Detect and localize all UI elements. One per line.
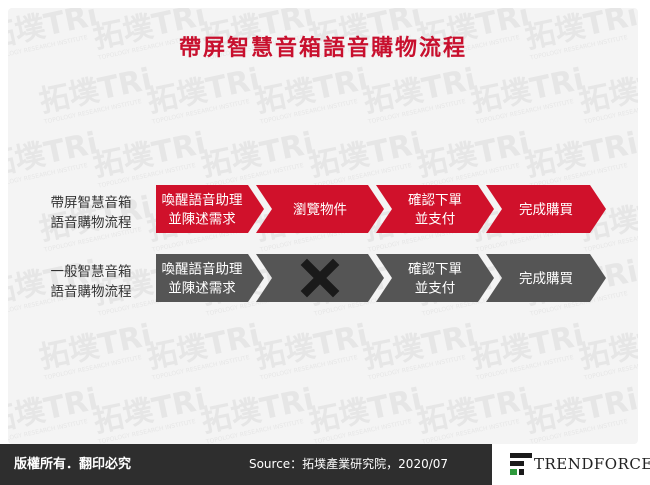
copyright-notice: 版權所有．翻印必究: [0, 444, 205, 485]
chevron-shape: [156, 254, 264, 302]
flow-step: [256, 254, 384, 302]
flow-step: 完成購買: [486, 254, 606, 302]
row-label-line: 語音購物流程: [50, 284, 132, 300]
flow-step-label: 確認下單: [408, 193, 462, 209]
trendforce-logo-icon: [510, 453, 532, 475]
flow-step-label: 喚醒語音助理: [162, 192, 243, 209]
row-label-general-speaker: 一般智慧音箱 語音購物流程: [32, 262, 150, 302]
source-citation: Source：拓墣產業研究院，2020/07: [205, 444, 492, 485]
flow-step-label: 並陳述需求: [168, 212, 236, 228]
brand-name: TRENDFORCE: [534, 455, 650, 473]
flow-step-label: 完成購買: [519, 202, 573, 218]
footer-bar: 版權所有．翻印必究 Source：拓墣產業研究院，2020/07 TRENDFO…: [0, 444, 650, 485]
flow-step-label: 並支付: [415, 212, 456, 228]
chevron-shape: [486, 185, 606, 233]
flow-step-label: 確認下單: [408, 262, 462, 278]
flow-step-label: 並陳述需求: [168, 281, 236, 297]
row-label-line: 語音購物流程: [50, 215, 132, 231]
flow-step-label: 喚醒語音助理: [162, 261, 243, 278]
row-label-line: 一般智慧音箱: [50, 264, 132, 280]
chevron-shape: [256, 185, 384, 233]
chevron-shape: [486, 254, 606, 302]
row-label-screen-speaker: 帶屏智慧音箱 語音購物流程: [32, 193, 150, 233]
row-label-line: 帶屏智慧音箱: [50, 195, 132, 211]
process-flow: 喚醒語音助理並陳述需求瀏覽物件確認下單並支付完成購買喚醒語音助理並陳述需求確認下…: [156, 185, 606, 302]
cross-icon: [300, 258, 340, 298]
chevron-shape: [376, 185, 494, 233]
flow-step-label: 瀏覽物件: [293, 202, 347, 218]
chevron-shape: [376, 254, 494, 302]
chevron-shape: [156, 185, 264, 233]
brand-logo: TRENDFORCE: [492, 444, 650, 485]
page-title: 帶屏智慧音箱語音購物流程: [178, 35, 467, 61]
flow-step-label: 完成購買: [519, 271, 573, 287]
flow-step: 完成購買: [486, 185, 606, 233]
flow-step: 瀏覽物件: [256, 185, 384, 233]
flow-step-label: 並支付: [415, 281, 456, 297]
